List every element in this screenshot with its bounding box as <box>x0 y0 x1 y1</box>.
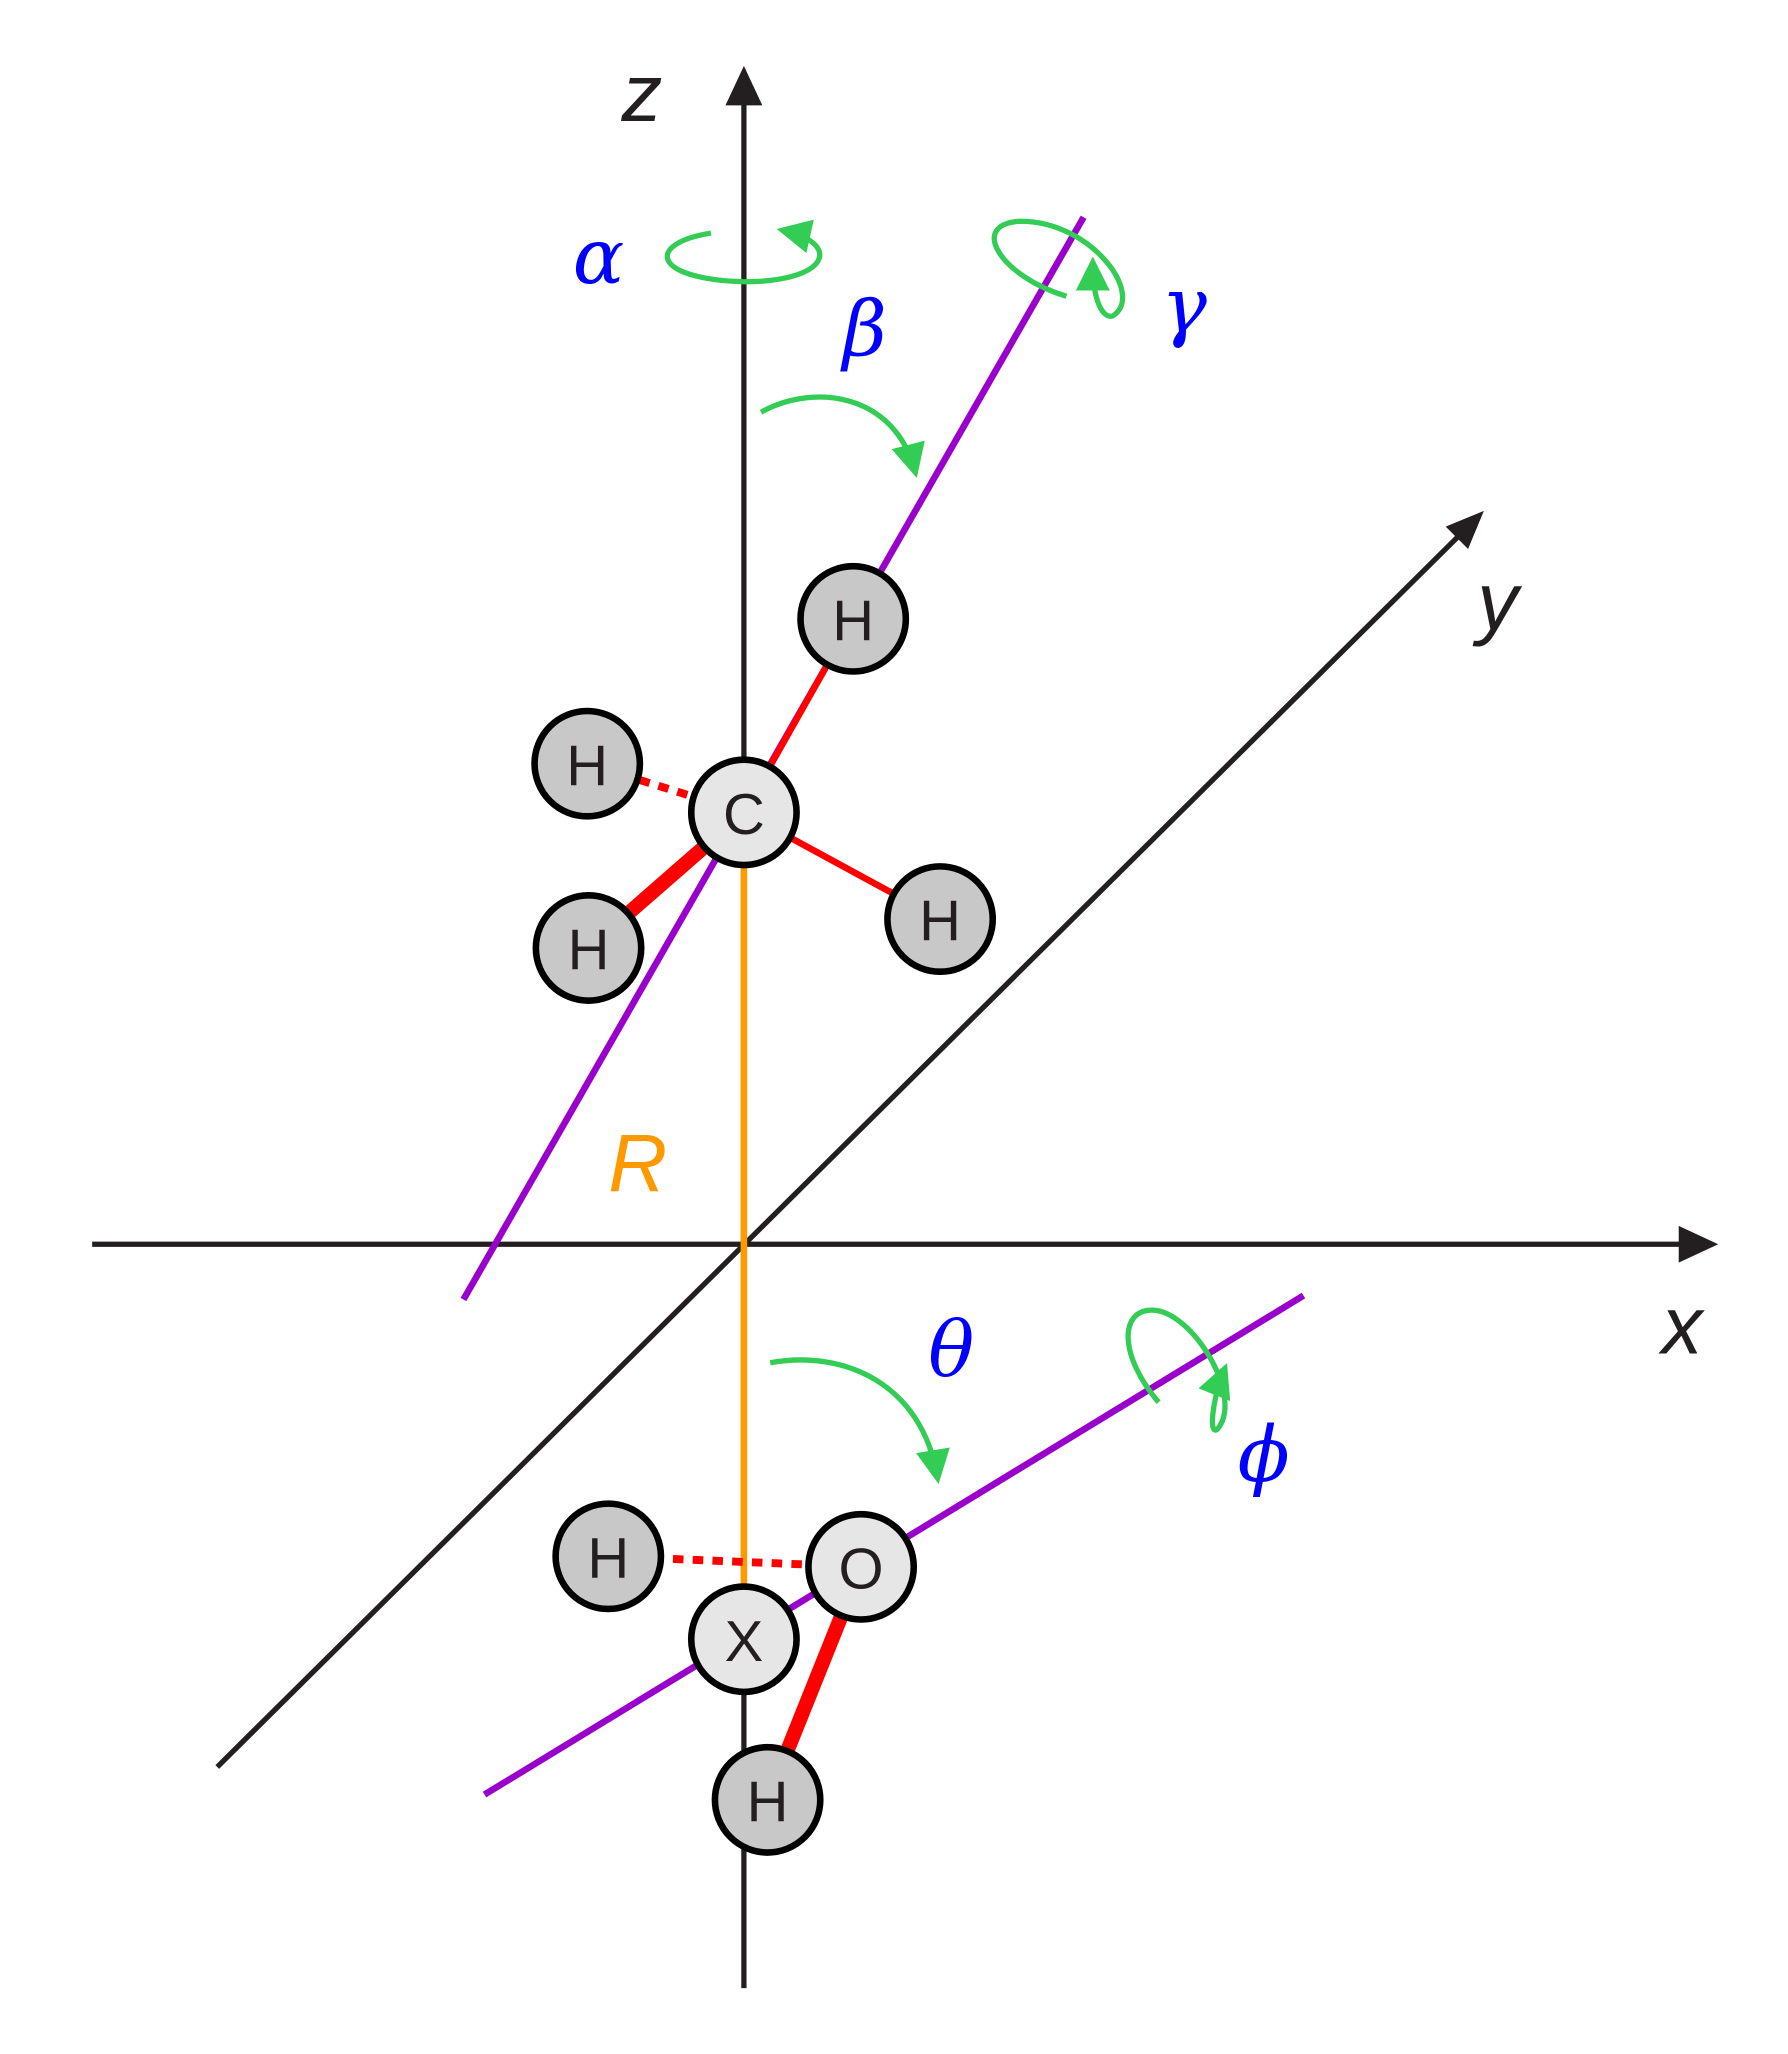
angle-label-theta: θ <box>928 1306 974 1395</box>
y-axis <box>215 534 1461 1769</box>
alpha-rotation-icon <box>664 219 823 285</box>
beta-rotation-icon <box>759 394 925 479</box>
svg-text:H: H <box>832 589 874 653</box>
svg-text:H: H <box>919 890 961 954</box>
angle-label-gamma: γ <box>1161 262 1207 351</box>
atom-H: H <box>531 707 644 820</box>
atom-H: H <box>532 892 645 1004</box>
z-axis-arrowhead <box>725 65 763 106</box>
atom-O: O <box>805 1510 918 1623</box>
svg-text:O: O <box>839 1537 884 1601</box>
svg-text:X: X <box>725 1610 764 1674</box>
angle-label-alpha: α <box>573 213 625 302</box>
atom-H: H <box>884 863 997 975</box>
distance-label-R: R <box>608 1119 667 1210</box>
y-axis-label: y <box>1472 556 1522 647</box>
atom-H: H <box>552 1500 665 1613</box>
x-axis-arrowhead <box>1678 1225 1719 1263</box>
phi-rotation-icon <box>1125 1307 1231 1433</box>
svg-text:H: H <box>587 1527 629 1591</box>
rotation-arrows <box>664 218 1231 1485</box>
atom-C: C <box>687 756 800 869</box>
atom-H: H <box>711 1743 824 1856</box>
atom-X: X <box>687 1583 800 1696</box>
svg-text:H: H <box>568 919 610 983</box>
svg-text:C: C <box>723 783 765 847</box>
theta-rotation-icon <box>769 1357 950 1485</box>
z-axis-label: z <box>620 48 662 139</box>
svg-text:H: H <box>566 734 608 798</box>
atom-H: H <box>797 562 910 675</box>
gamma-rotation-icon <box>991 218 1126 319</box>
svg-text:H: H <box>747 1771 789 1835</box>
angle-label-phi: ϕ <box>1238 1411 1290 1500</box>
angle-label-beta: β <box>840 286 887 375</box>
x-axis-label: x <box>1658 1281 1706 1372</box>
y-axis-arrowhead <box>1445 510 1484 550</box>
